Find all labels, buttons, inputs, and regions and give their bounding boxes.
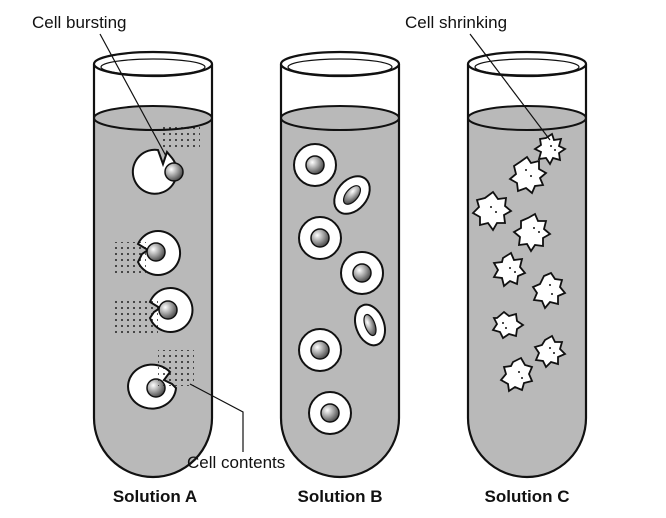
leader-lines bbox=[99, 33, 551, 452]
test-tube-a bbox=[92, 50, 214, 479]
caption-solution-a: Solution A bbox=[113, 487, 197, 506]
tube-rim-a bbox=[92, 50, 214, 78]
tube-wall-a bbox=[92, 64, 214, 479]
normal-cell bbox=[340, 251, 384, 295]
tube-wall-c bbox=[466, 64, 588, 479]
normal-cell bbox=[308, 391, 352, 435]
bursting-cell bbox=[114, 287, 194, 336]
shrinking-cell bbox=[471, 132, 567, 393]
label-cell-shrinking: Cell shrinking bbox=[405, 13, 507, 32]
solution-b bbox=[281, 109, 399, 477]
label-cell-bursting: Cell bursting bbox=[32, 13, 127, 32]
bursting-cell bbox=[112, 230, 181, 276]
leader-cell-shrinking bbox=[469, 33, 551, 141]
normal-cell-side-view bbox=[354, 303, 386, 347]
shrinking-cell-dots bbox=[490, 145, 556, 379]
tube-wall-b bbox=[279, 64, 401, 479]
normal-cell bbox=[298, 328, 342, 372]
bursting-cell bbox=[127, 350, 194, 410]
label-cell-contents: Cell contents bbox=[187, 453, 285, 472]
leader-cell-bursting bbox=[99, 33, 167, 157]
leader-cell-contents bbox=[189, 383, 244, 452]
liquid-surface-b bbox=[280, 105, 400, 131]
normal-cell-side-view bbox=[333, 175, 371, 215]
caption-solution-c: Solution C bbox=[485, 487, 570, 506]
normal-cell bbox=[298, 216, 342, 260]
test-tube-b bbox=[279, 50, 401, 479]
test-tube-c bbox=[466, 50, 588, 479]
caption-solution-b: Solution B bbox=[298, 487, 383, 506]
bursting-cell bbox=[131, 124, 200, 195]
tube-rim-b bbox=[279, 50, 401, 78]
normal-cell bbox=[293, 143, 337, 187]
